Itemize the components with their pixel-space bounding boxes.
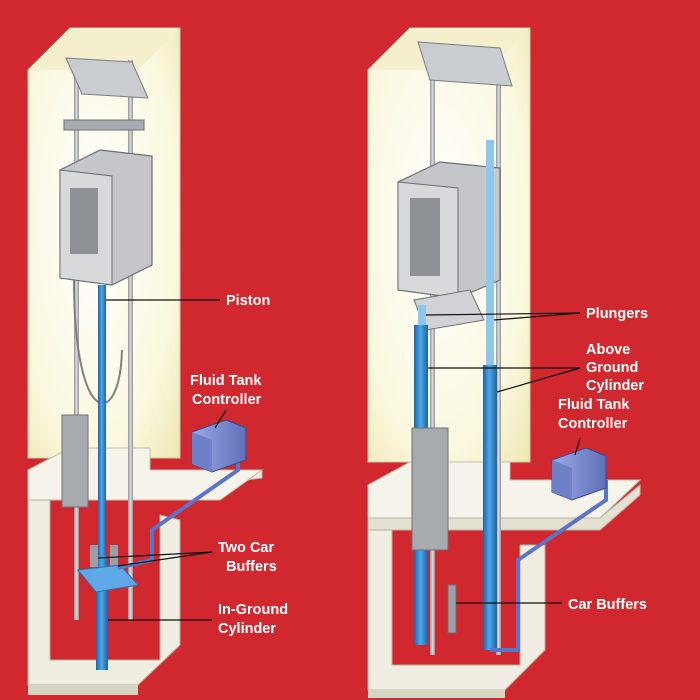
- leader-fluid-tank-right: [574, 437, 581, 456]
- label-above-ground-line2: Ground: [586, 360, 638, 376]
- left-pit-floor: [27, 499, 181, 686]
- left-pit-front: [28, 685, 138, 695]
- label-two-car-buffers-line1: Two Car: [218, 540, 274, 556]
- left-guide-rail-2: [128, 60, 133, 620]
- leader-plunger-2: [493, 312, 581, 321]
- right-hoistway-door: [411, 427, 449, 551]
- leader-above-ground-2: [496, 367, 581, 393]
- right-plunger-1: [418, 305, 426, 325]
- labels: Piston Fluid Tank Controller Two Car Buf…: [190, 293, 648, 637]
- left-buffer-platform: [77, 564, 139, 593]
- right-car-buffer: [447, 584, 457, 634]
- left-piston: [98, 285, 106, 555]
- right-car-door: [410, 198, 440, 276]
- left-car-sling: [63, 119, 145, 131]
- label-plungers: Plungers: [586, 306, 648, 322]
- leader-two-buffers-b: [117, 551, 213, 567]
- label-fluid-tank-left-line1: Fluid Tank: [190, 373, 262, 389]
- label-above-ground-line3: Cylinder: [586, 378, 644, 394]
- label-fluid-tank-right-line2: Controller: [558, 416, 628, 432]
- right-fluid-tank-face: [552, 460, 572, 500]
- right-oil-pipe: [490, 480, 608, 652]
- leader-plunger-1: [425, 312, 581, 316]
- leader-lines: [97, 299, 581, 621]
- label-fluid-tank-right-line1: Fluid Tank: [558, 397, 630, 413]
- label-in-ground-cylinder-line1: In-Ground: [218, 602, 288, 618]
- right-overhead-beam: [417, 41, 513, 87]
- label-car-buffers: Car Buffers: [568, 597, 647, 613]
- right-plunger-2: [486, 140, 494, 365]
- label-in-ground-cylinder-line2: Cylinder: [218, 621, 276, 637]
- left-hoistway-door: [61, 414, 89, 508]
- left-shaft-top: [28, 28, 180, 70]
- leader-two-buffers-a: [97, 551, 213, 559]
- right-guide-rail-2: [496, 55, 501, 655]
- left-car-door: [70, 188, 98, 254]
- label-above-ground-line1: Above: [586, 342, 630, 358]
- leader-fluid-tank-left: [214, 409, 227, 429]
- label-piston: Piston: [226, 293, 270, 309]
- right-shaft-diagram: [367, 27, 642, 698]
- label-two-car-buffers-line2: Buffers: [226, 559, 277, 575]
- left-overhead-beam: [65, 57, 149, 99]
- left-shaft-diagram: [27, 27, 264, 695]
- label-fluid-tank-left-line2: Controller: [192, 392, 262, 408]
- left-fluid-tank-face: [192, 432, 212, 472]
- right-cylinder-2: [483, 365, 497, 650]
- left-traveling-cable: [73, 279, 123, 405]
- left-car-buffer-2: [110, 545, 118, 567]
- left-car-buffer-1: [90, 545, 98, 567]
- right-guide-rail-1: [430, 55, 435, 655]
- right-pit-front: [368, 690, 505, 698]
